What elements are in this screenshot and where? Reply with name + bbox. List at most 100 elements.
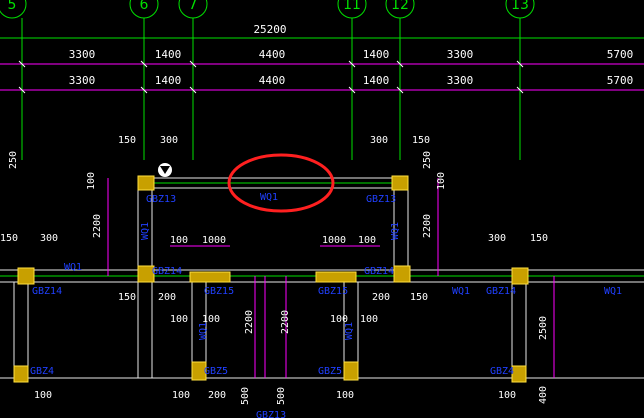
dim-text: 150 [0,233,18,244]
axis-bubble-label: 5 [8,0,17,13]
label-gbz13-right[interactable]: GBZ13 [366,194,396,205]
dim-text: 250 [8,151,19,169]
dim-text: 100 [172,390,190,401]
column-gbz14-far-right[interactable] [511,267,529,285]
dim-text: 3300 [69,48,96,61]
label-wq1-far-right[interactable]: WQ1 [604,286,622,297]
label-wq1-right[interactable]: WQ1 [452,286,470,297]
dim-text: 1000 [322,235,346,246]
label-gbz13-left[interactable]: GBZ13 [146,194,176,205]
label-wq1-vertical-mid-left[interactable]: WQ1 [198,322,209,340]
label-wq1-vertical-left[interactable]: WQ1 [140,222,151,240]
column-gbz4-left[interactable] [13,365,29,383]
dim-text: 150 [530,233,548,244]
dim-text: 100 [86,172,97,190]
dim-row-2: 3300 1400 4400 1400 3300 5700 [69,74,634,87]
dim-text: 3300 [447,48,474,61]
label-gbz5-left[interactable]: GBZ5 [204,366,228,377]
dim-text: 4400 [259,74,286,87]
element-labels: WQ1 GBZ13 GBZ13 GBZ14 GBZ14 GBZ14 GBZ14 … [30,192,622,418]
dim-text: 150 [412,135,430,146]
label-gbz4-right[interactable]: GBZ4 [490,366,514,377]
label-wq1-vertical-right[interactable]: WQ1 [390,222,401,240]
dim-text: 2200 [422,214,433,238]
columns [13,175,529,383]
dim-text: 100 [170,235,188,246]
label-gbz14-left[interactable]: GBZ14 [152,266,182,277]
axis-bubble-label: 11 [343,0,361,13]
axis-bubble-label: 6 [140,0,149,13]
column-gbz15-left[interactable] [189,271,231,283]
dim-text: 100 [330,314,348,325]
dim-text: 100 [498,390,516,401]
dim-text: 200 [372,292,390,303]
column-gbz14-far-left[interactable] [17,267,35,285]
overall-dimension: 25200 [253,23,286,36]
dim-row-1: 3300 1400 4400 1400 3300 5700 [69,48,634,61]
column-gbz13-right[interactable] [391,175,409,191]
dim-text: 150 [410,292,428,303]
column-gbz5-right[interactable] [343,361,359,381]
column-gbz5-left[interactable] [191,361,207,381]
dim-text: 200 [208,390,226,401]
dim-text: 1000 [202,235,226,246]
dim-text: 100 [170,314,188,325]
label-gbz4-left[interactable]: GBZ4 [30,366,54,377]
dim-text: 100 [436,172,447,190]
dim-text: 1400 [363,48,390,61]
dim-text: 150 [118,135,136,146]
dim-text: 300 [488,233,506,244]
dim-text: 1400 [155,74,182,87]
dim-text: 100 [336,390,354,401]
dim-text: 2200 [280,310,291,334]
column-gbz14-right[interactable] [393,265,411,283]
label-wq1-vertical-mid-right[interactable]: WQ1 [344,322,355,340]
dim-text: 5700 [607,48,634,61]
dim-text: 100 [34,390,52,401]
highlight-ellipse [227,153,335,213]
label-gbz15-left[interactable]: GBZ15 [204,286,234,297]
dim-text: 5700 [607,74,634,87]
label-wq1-left[interactable]: WQ1 [64,262,82,273]
column-gbz13-left[interactable] [137,175,155,191]
column-gbz4-right[interactable] [511,365,527,383]
dim-text: 100 [358,235,376,246]
column-gbz14-left[interactable] [137,265,155,283]
dim-text: 150 [118,292,136,303]
dim-text: 2200 [92,214,103,238]
dim-text: 2500 [538,316,549,340]
label-gbz13-bottom[interactable]: GBZ13 [256,410,286,418]
axis-bubble-label: 13 [511,0,529,13]
dim-text: 400 [538,386,549,404]
dim-text: 300 [40,233,58,244]
dim-text: 1400 [363,74,390,87]
label-gbz14-far-right[interactable]: GBZ14 [486,286,516,297]
dim-text: 2200 [244,310,255,334]
dim-text: 300 [160,135,178,146]
dim-text: 3300 [69,74,96,87]
dim-text: 100 [360,314,378,325]
label-gbz14-far-left[interactable]: GBZ14 [32,286,62,297]
dimension-lines [0,37,644,94]
dim-text: 3300 [447,74,474,87]
dim-text: 200 [158,292,176,303]
dim-text: 1400 [155,48,182,61]
dim-text: 500 [240,387,251,405]
axis-lines [21,18,521,160]
dim-text: 300 [370,135,388,146]
cursor-marker-icon [158,163,172,177]
axis-bubble-label: 7 [189,0,198,13]
column-gbz15-right[interactable] [315,271,357,283]
label-wq1[interactable]: WQ1 [260,192,278,203]
dim-text: 500 [276,387,287,405]
dim-text: 100 [202,314,220,325]
label-gbz5-right[interactable]: GBZ5 [318,366,342,377]
label-gbz14-right[interactable]: GBZ14 [364,266,394,277]
axis-bubble-5[interactable]: 5 [0,0,27,19]
dim-text: 4400 [259,48,286,61]
dim-text: 250 [422,151,433,169]
label-gbz15-right[interactable]: GBZ15 [318,286,348,297]
local-dimension-lines [107,178,555,378]
